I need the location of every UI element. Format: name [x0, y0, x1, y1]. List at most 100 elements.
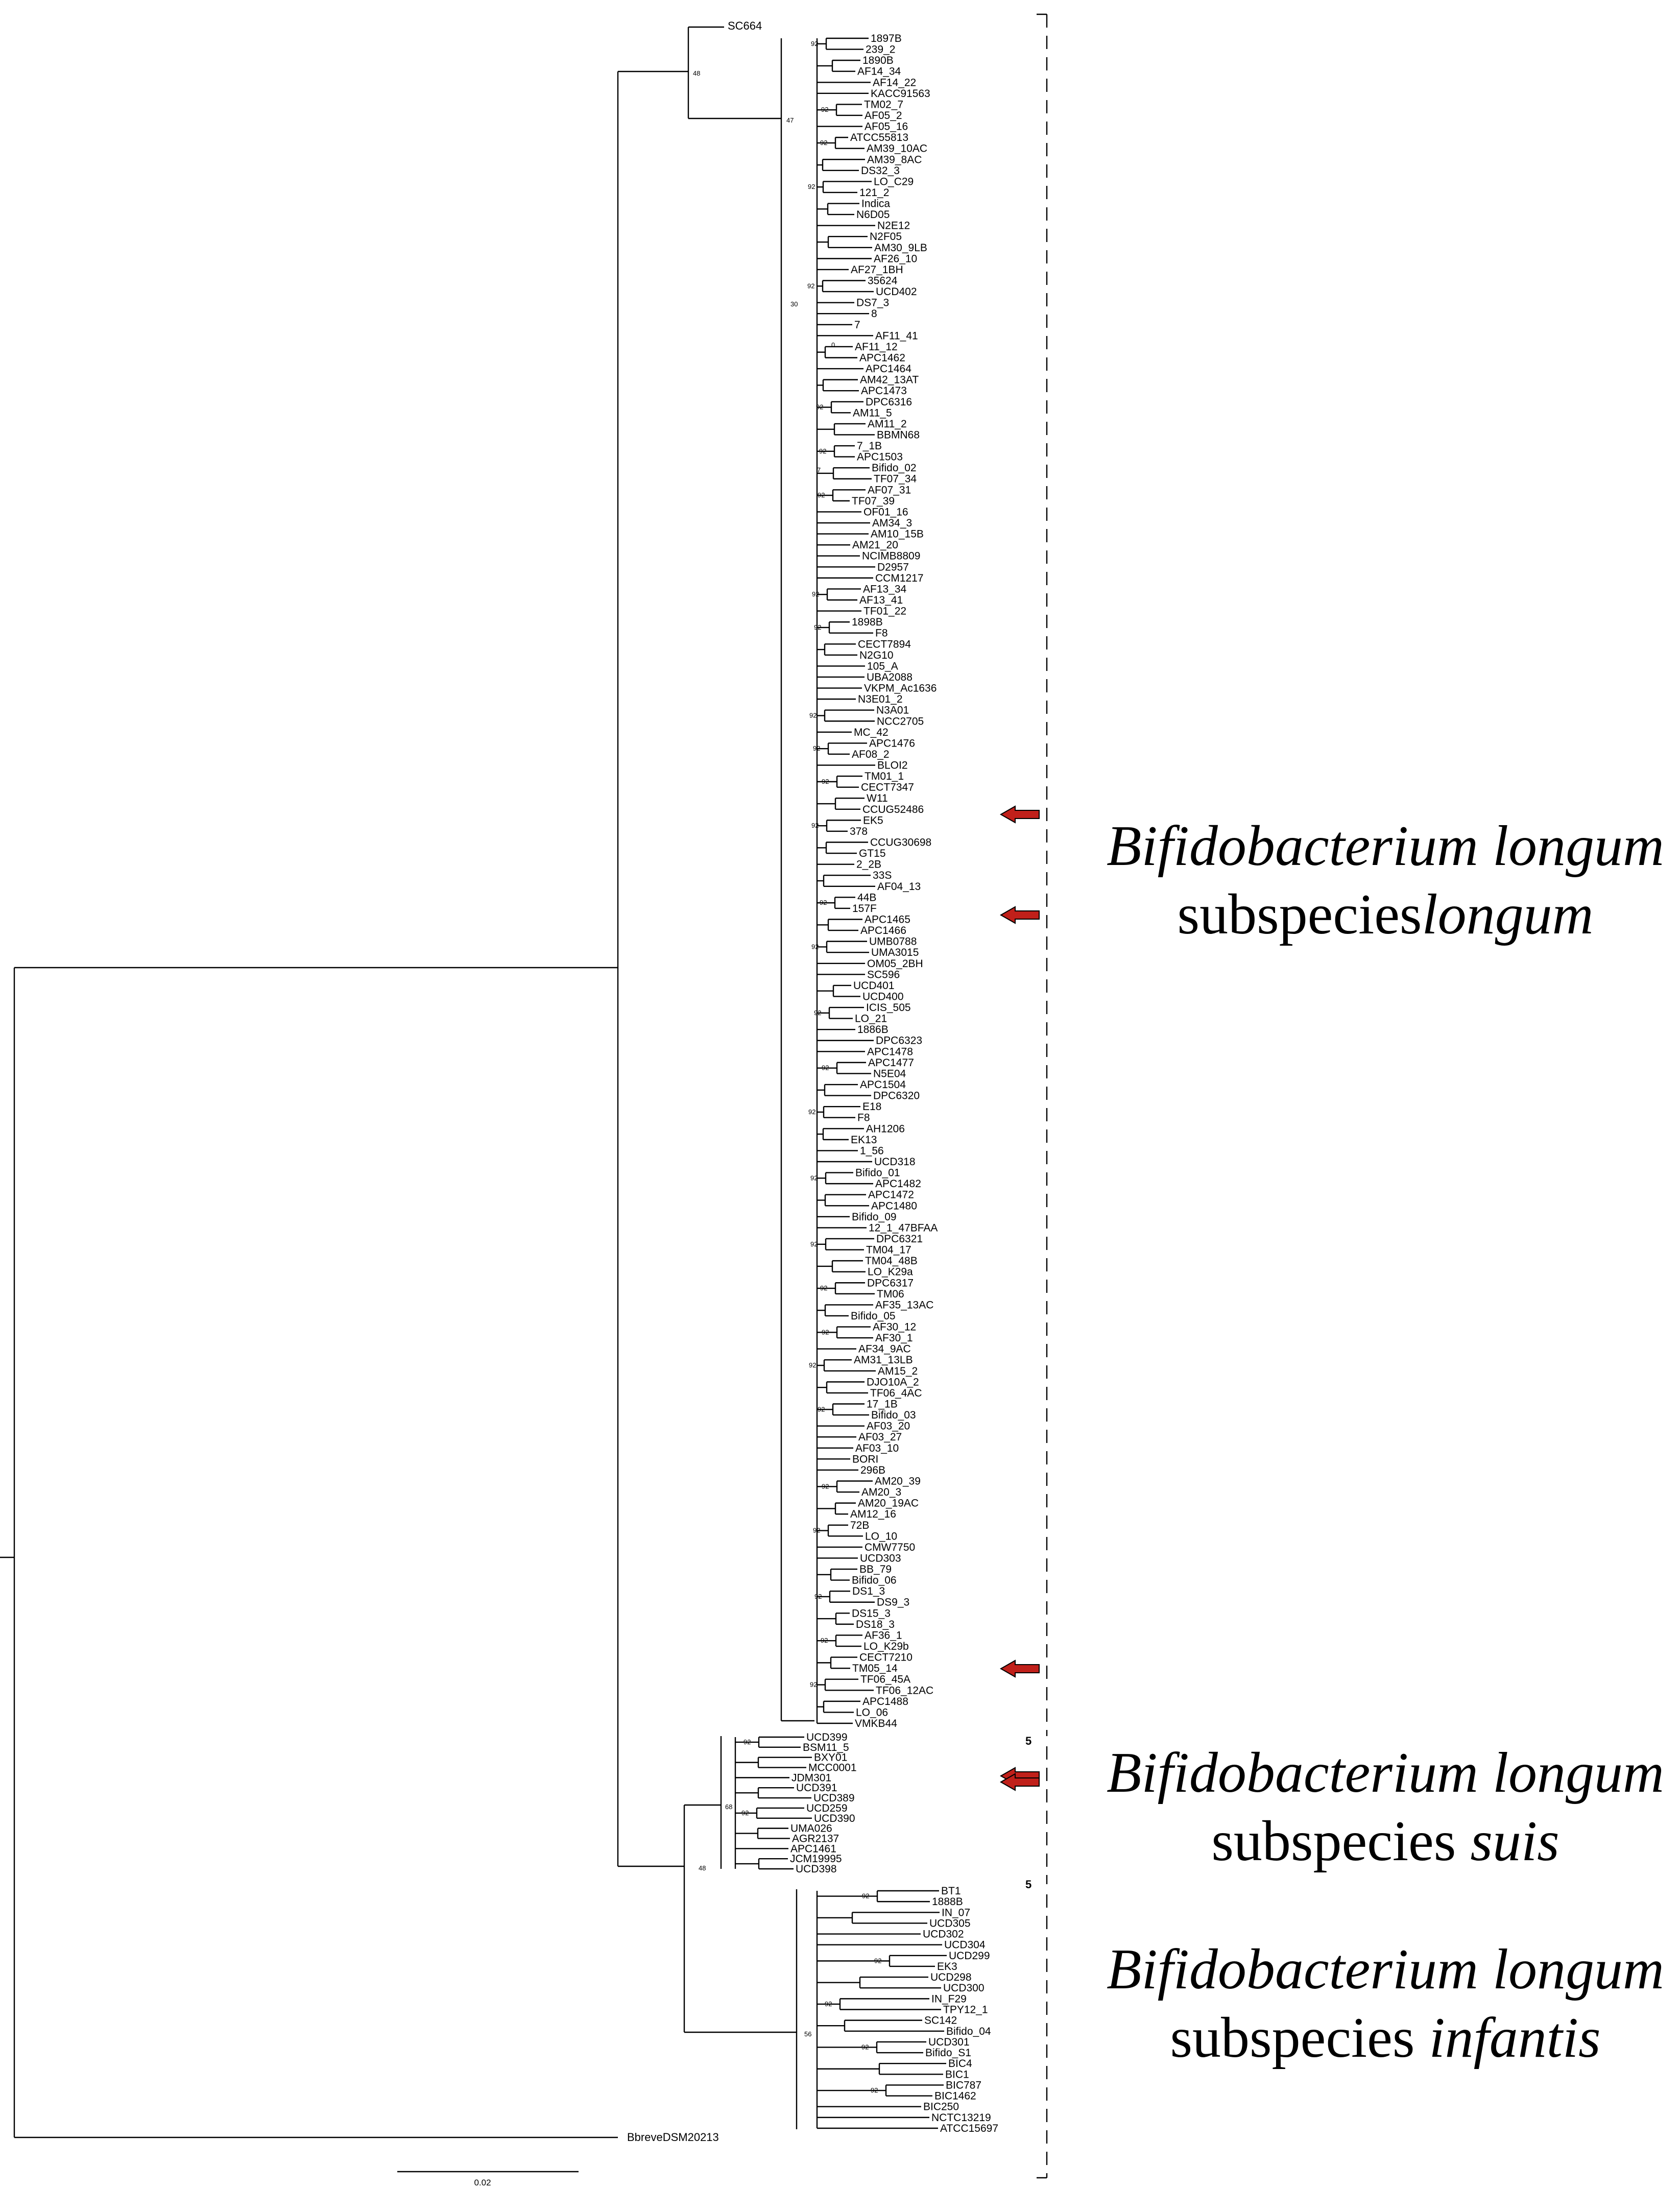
scale-bar: 0.02	[397, 2171, 579, 2187]
leaf-label: F8	[875, 628, 888, 639]
bootstrap-value: 92	[825, 2000, 832, 2008]
clade-genus-suis: Bifidobacterium longum	[1107, 1741, 1664, 1805]
leaf-label: CECT7210	[859, 1652, 913, 1664]
leaf-label: BSM11_5	[803, 1742, 849, 1753]
clade-subspecies-infantis: subspecies infantis	[1170, 2006, 1601, 2070]
leaf-label: Bifido_S1	[925, 2047, 971, 2059]
leaf-label: APC1464	[866, 363, 911, 375]
bootstrap-value: 48	[693, 69, 700, 77]
leaf-label: UCD398	[796, 1863, 837, 1875]
leaf-label: AM20_3	[861, 1486, 901, 1498]
bootstrap-value: 92	[821, 106, 828, 113]
bootstrap-value: 92	[820, 1284, 827, 1292]
leaf-label: Indica	[861, 198, 890, 210]
bootstrap-value: 92	[822, 1064, 829, 1072]
leaf-label: N2F05	[870, 231, 902, 243]
leaf-label: DS1_3	[852, 1585, 885, 1597]
leaf-label: UCD401	[853, 980, 895, 992]
leaf-label: 35624	[868, 275, 898, 287]
leaf-label: LO_K29b	[863, 1641, 909, 1652]
leaf-label: DPC6316	[866, 396, 912, 408]
leaf-label: UCD318	[874, 1156, 916, 1168]
leaf-label: AF11_41	[875, 330, 918, 342]
leaf-label: AH1206	[866, 1123, 905, 1135]
leaf-label: APC1465	[865, 913, 910, 925]
leaf-label: AM11_2	[868, 418, 907, 430]
bootstrap-value: 92	[743, 1738, 751, 1746]
bootstrap-value: 92	[811, 40, 818, 47]
leaf-label: TF06_4AC	[870, 1387, 922, 1399]
leaf-label: AM39_10AC	[867, 143, 927, 155]
leaf-label: SC596	[867, 969, 900, 980]
leaf-label: AM15_2	[878, 1365, 918, 1377]
leaf-label: AF13_41	[859, 594, 903, 606]
leaf-label: TF07_34	[874, 473, 917, 485]
leaf-label: BT1	[941, 1885, 961, 1897]
leaf-label: BIC1	[945, 2068, 969, 2080]
leaf-label: N2G10	[859, 650, 894, 661]
leaf-label: TF07_39	[852, 495, 895, 507]
leaf-label: 1890B	[862, 55, 894, 66]
leaf-label: AF14_22	[873, 77, 916, 88]
leaf-label: CCM1217	[875, 572, 924, 584]
leaf-label: UCD302	[923, 1929, 964, 1940]
leaf-label: 121_2	[859, 187, 889, 199]
leaf-label: TM04_48B	[865, 1255, 918, 1267]
leaf-label: CCUG52486	[862, 804, 924, 815]
bootstrap-value: 92	[809, 711, 817, 719]
leaf-label: APC1504	[860, 1079, 906, 1091]
leaf-label: AF03_20	[867, 1421, 910, 1432]
leaf-label: 105_A	[867, 660, 898, 672]
leaf-label: BIC787	[946, 2079, 981, 2091]
leaf-label: IN_F29	[931, 1993, 967, 2005]
clade-label-suis: Bifidobacterium longum subspecies suis	[1097, 1739, 1674, 1876]
leaf-label: D2957	[877, 561, 909, 573]
leaf-label: LO_21	[855, 1013, 887, 1025]
leaf-label: TM05_14	[852, 1663, 898, 1674]
clade-bracket: 55	[1025, 13, 1048, 2179]
leaf-label: EK3	[937, 1961, 957, 1972]
leaf-label: AM34_3	[872, 517, 912, 529]
bootstrap-value: 92	[811, 822, 819, 829]
leaf-label: UCD305	[929, 1917, 971, 1929]
highlight-arrow	[999, 906, 1040, 924]
bootstrap-value: 92	[810, 1174, 818, 1182]
leaf-label: UCD300	[943, 1982, 985, 1994]
leaf-label: JDM301	[791, 1772, 831, 1784]
leaf-label: UMA026	[790, 1823, 832, 1835]
bootstrap-value: 68	[725, 1803, 732, 1811]
leaf-label: BIC250	[923, 2101, 959, 2113]
leaf-label: TM06	[877, 1288, 904, 1300]
leaf-label: 72B	[850, 1520, 869, 1531]
leaf-label: 44B	[857, 892, 876, 903]
leaf-label: UCD389	[813, 1792, 855, 1804]
leaf-label: AF26_10	[874, 253, 917, 264]
leaf-label: DS32_3	[861, 165, 900, 177]
leaf-label: EK5	[863, 814, 883, 826]
leaf-label: 17_1B	[867, 1399, 898, 1410]
bootstrap-value: 92	[818, 491, 825, 499]
bootstrap-value: 92	[822, 1328, 829, 1336]
leaf-label: 239_2	[866, 44, 895, 56]
leaf-label: APC1503	[857, 451, 903, 463]
highlight-arrow	[999, 1659, 1040, 1678]
leaf-label: NCC2705	[877, 715, 924, 727]
leaf-label: DPC6317	[867, 1277, 914, 1289]
leaf-label: APC1472	[868, 1189, 914, 1201]
leaf-label: UCD299	[949, 1950, 990, 1962]
bootstrap-value: 92	[814, 623, 821, 631]
leaf-label: BXY01	[814, 1752, 847, 1764]
leaf-label: 1888B	[932, 1896, 963, 1908]
clade-label-infantis: Bifidobacterium longum subspecies infant…	[1097, 1935, 1674, 2073]
leaf-label: ICIS_505	[866, 1002, 911, 1014]
leaf-label: 33S	[873, 870, 892, 881]
leaf-label: 157F	[852, 903, 877, 915]
leaf-label: NCIMB8809	[862, 550, 920, 562]
leaf-label: APC1480	[871, 1200, 917, 1212]
leaf-label: AF27_1BH	[851, 264, 903, 276]
leaf-label: UMB0788	[869, 936, 917, 948]
leaf-label: APC1477	[868, 1057, 914, 1069]
leaf-label: AM10_15B	[871, 528, 924, 540]
leaf-label: UCD399	[806, 1731, 848, 1743]
